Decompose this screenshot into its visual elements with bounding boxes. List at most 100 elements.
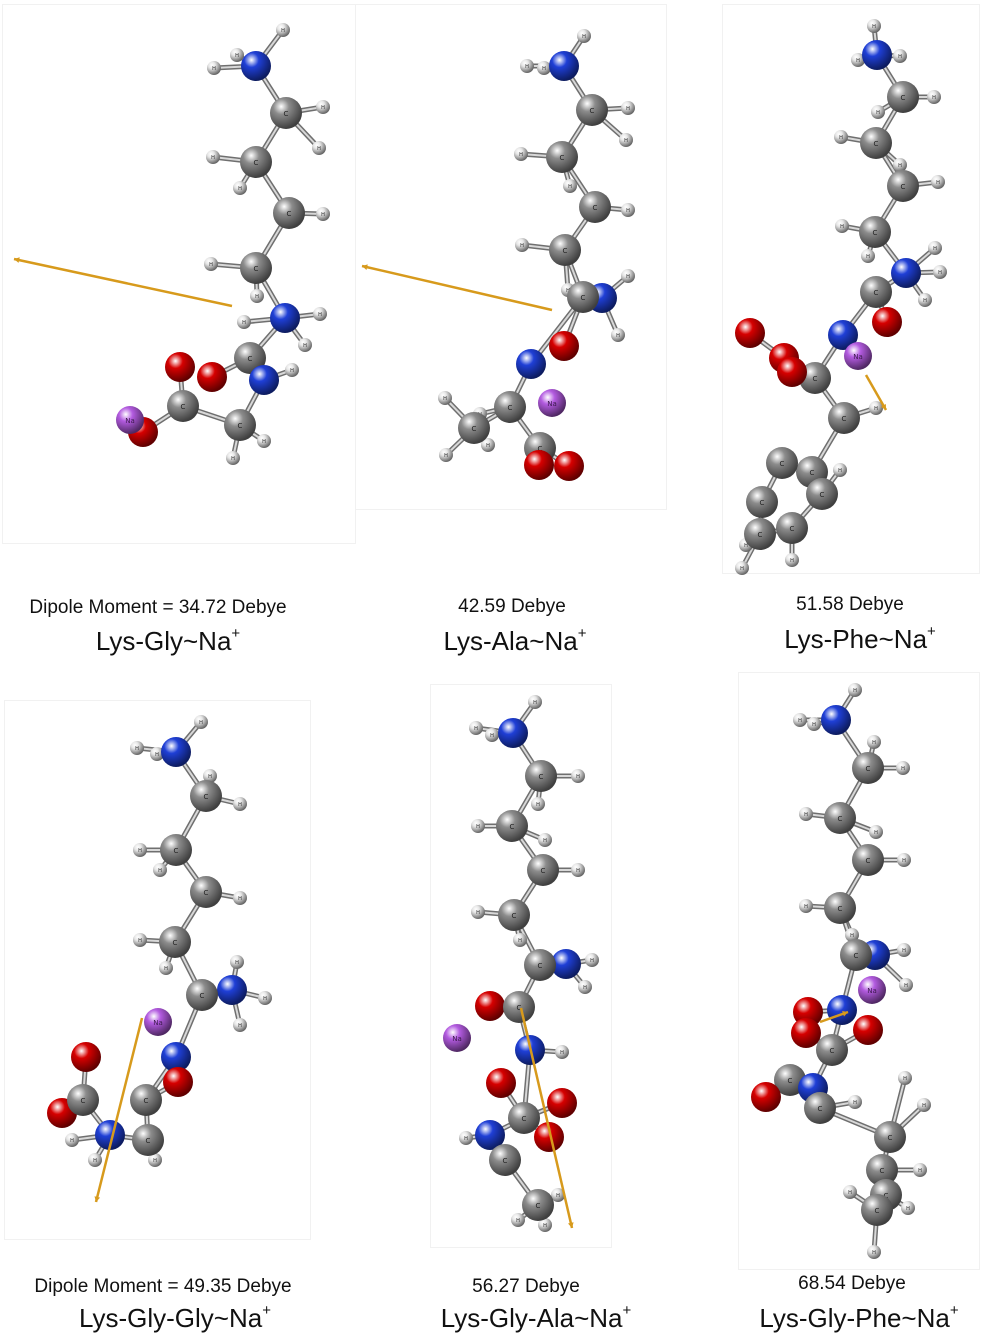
nitrogen-atom [161, 737, 191, 767]
atom-symbol: H [902, 948, 906, 954]
hydrogen-atom [130, 741, 144, 755]
carbon-atom [130, 1084, 162, 1116]
hydrogen-atom [896, 761, 910, 775]
dipole-arrow-head [94, 1196, 101, 1202]
hydrogen-atom [563, 179, 577, 193]
atom-symbol: H [486, 443, 490, 449]
atom-symbol: H [525, 64, 529, 70]
hydrogen-atom [133, 843, 147, 857]
carbon-atom [840, 939, 872, 971]
hydrogen-atom [471, 905, 485, 919]
hydrogen-atom [799, 807, 813, 821]
atom-symbol: H [744, 543, 748, 549]
carbon-atom [860, 127, 892, 159]
atom-symbol: C [538, 445, 543, 453]
hydrogen-atom [577, 29, 591, 43]
nitrogen-atom [249, 365, 279, 395]
carbon-atom [489, 1144, 521, 1176]
atom-symbol: C [287, 210, 292, 218]
atom-symbol: Na [867, 987, 877, 995]
hydrogen-atom [555, 1045, 569, 1059]
charge-superscript: + [262, 1302, 271, 1320]
atom-symbol: H [211, 155, 215, 161]
molecule-name-text: Lys-Gly~Na [95, 626, 232, 656]
oxygen-atom [197, 362, 227, 392]
atom-symbol: C [512, 912, 517, 920]
atom-symbol: H [199, 720, 203, 726]
carbon-atom [866, 1154, 898, 1186]
atom-symbol: H [262, 439, 266, 445]
atom-symbol: C [538, 962, 543, 970]
atom-symbol: C [884, 1192, 889, 1200]
oxygen-atom [547, 1088, 577, 1118]
carbon-atom [522, 1189, 554, 1221]
atom-symbol: H [566, 288, 570, 294]
atom-symbol: H [518, 938, 522, 944]
molecule-name-4: Lys-Gly-Gly~Na+ [50, 1302, 300, 1334]
carbon-atom [167, 390, 199, 422]
hydrogen-atom [469, 721, 483, 735]
atom-symbol: H [543, 1223, 547, 1229]
hydrogen-atom [834, 130, 848, 144]
atom-symbol: C [830, 1047, 835, 1055]
atom-symbol: C [818, 1105, 823, 1113]
atom-symbol: H [740, 566, 744, 572]
atom-symbol: H [853, 1100, 857, 1106]
atom-symbol: C [254, 265, 259, 273]
atom-symbol: H [874, 830, 878, 836]
atom-symbol: H [464, 1136, 468, 1142]
nitrogen-atom [161, 1042, 191, 1072]
atom-symbol: C [503, 1157, 508, 1165]
molecule-name-6: Lys-Gly-Phe~Na+ [735, 1302, 983, 1334]
hydrogen-atom [893, 158, 907, 172]
atom-symbol: H [876, 110, 880, 116]
oxygen-atom [853, 1015, 883, 1045]
atom-symbol: C [888, 1134, 893, 1142]
hydrogen-atom [438, 391, 452, 405]
atom-symbol: C [517, 1004, 522, 1012]
sodium-ion [443, 1024, 471, 1052]
atom-symbol: C [866, 857, 871, 865]
sodium-ion [116, 406, 144, 434]
dipole-arrow-head [568, 1222, 574, 1228]
atom-symbol: C [560, 154, 565, 162]
atom-symbol: H [235, 53, 239, 59]
atom-symbol: H [321, 212, 325, 218]
nitrogen-atom [549, 51, 579, 81]
atom-symbol: H [231, 456, 235, 462]
atom-symbol: H [238, 186, 242, 192]
atom-symbol: Na [153, 1019, 163, 1027]
atom-symbol: H [582, 34, 586, 40]
atom-symbol: C [541, 867, 546, 875]
nitrogen-atom [891, 258, 921, 288]
carbon-atom [234, 342, 266, 374]
hydrogen-atom [869, 401, 883, 415]
carbon-atom [503, 991, 535, 1023]
nitrogen-atom [516, 349, 546, 379]
carbon-atom [744, 518, 776, 550]
hydrogen-atom [285, 363, 299, 377]
dipole-arrow-head [362, 264, 368, 270]
atom-symbol: H [238, 896, 242, 902]
atom-symbol: C [146, 1137, 151, 1145]
atom-symbol: H [850, 933, 854, 939]
hydrogen-atom [528, 695, 542, 709]
sodium-ion [538, 389, 566, 417]
dipole-moment-label-3: 51.58 Debye [796, 594, 904, 615]
charge-superscript: + [577, 625, 587, 643]
hydrogen-atom [621, 203, 635, 217]
hydrogen-atom [206, 150, 220, 164]
hydrogen-atom [153, 863, 167, 877]
hydrogen-atom [585, 953, 599, 967]
atom-symbol: H [933, 246, 937, 252]
atom-symbol: H [872, 1250, 876, 1256]
carbon-atom [576, 94, 608, 126]
atom-symbol: H [932, 95, 936, 101]
atom-symbol: H [536, 802, 540, 808]
carbon-atom [887, 81, 919, 113]
oxygen-atom [475, 991, 505, 1021]
oxygen-atom [524, 450, 554, 480]
atom-symbol: H [138, 938, 142, 944]
atom-symbol: H [936, 180, 940, 186]
hydrogen-atom [869, 825, 883, 839]
